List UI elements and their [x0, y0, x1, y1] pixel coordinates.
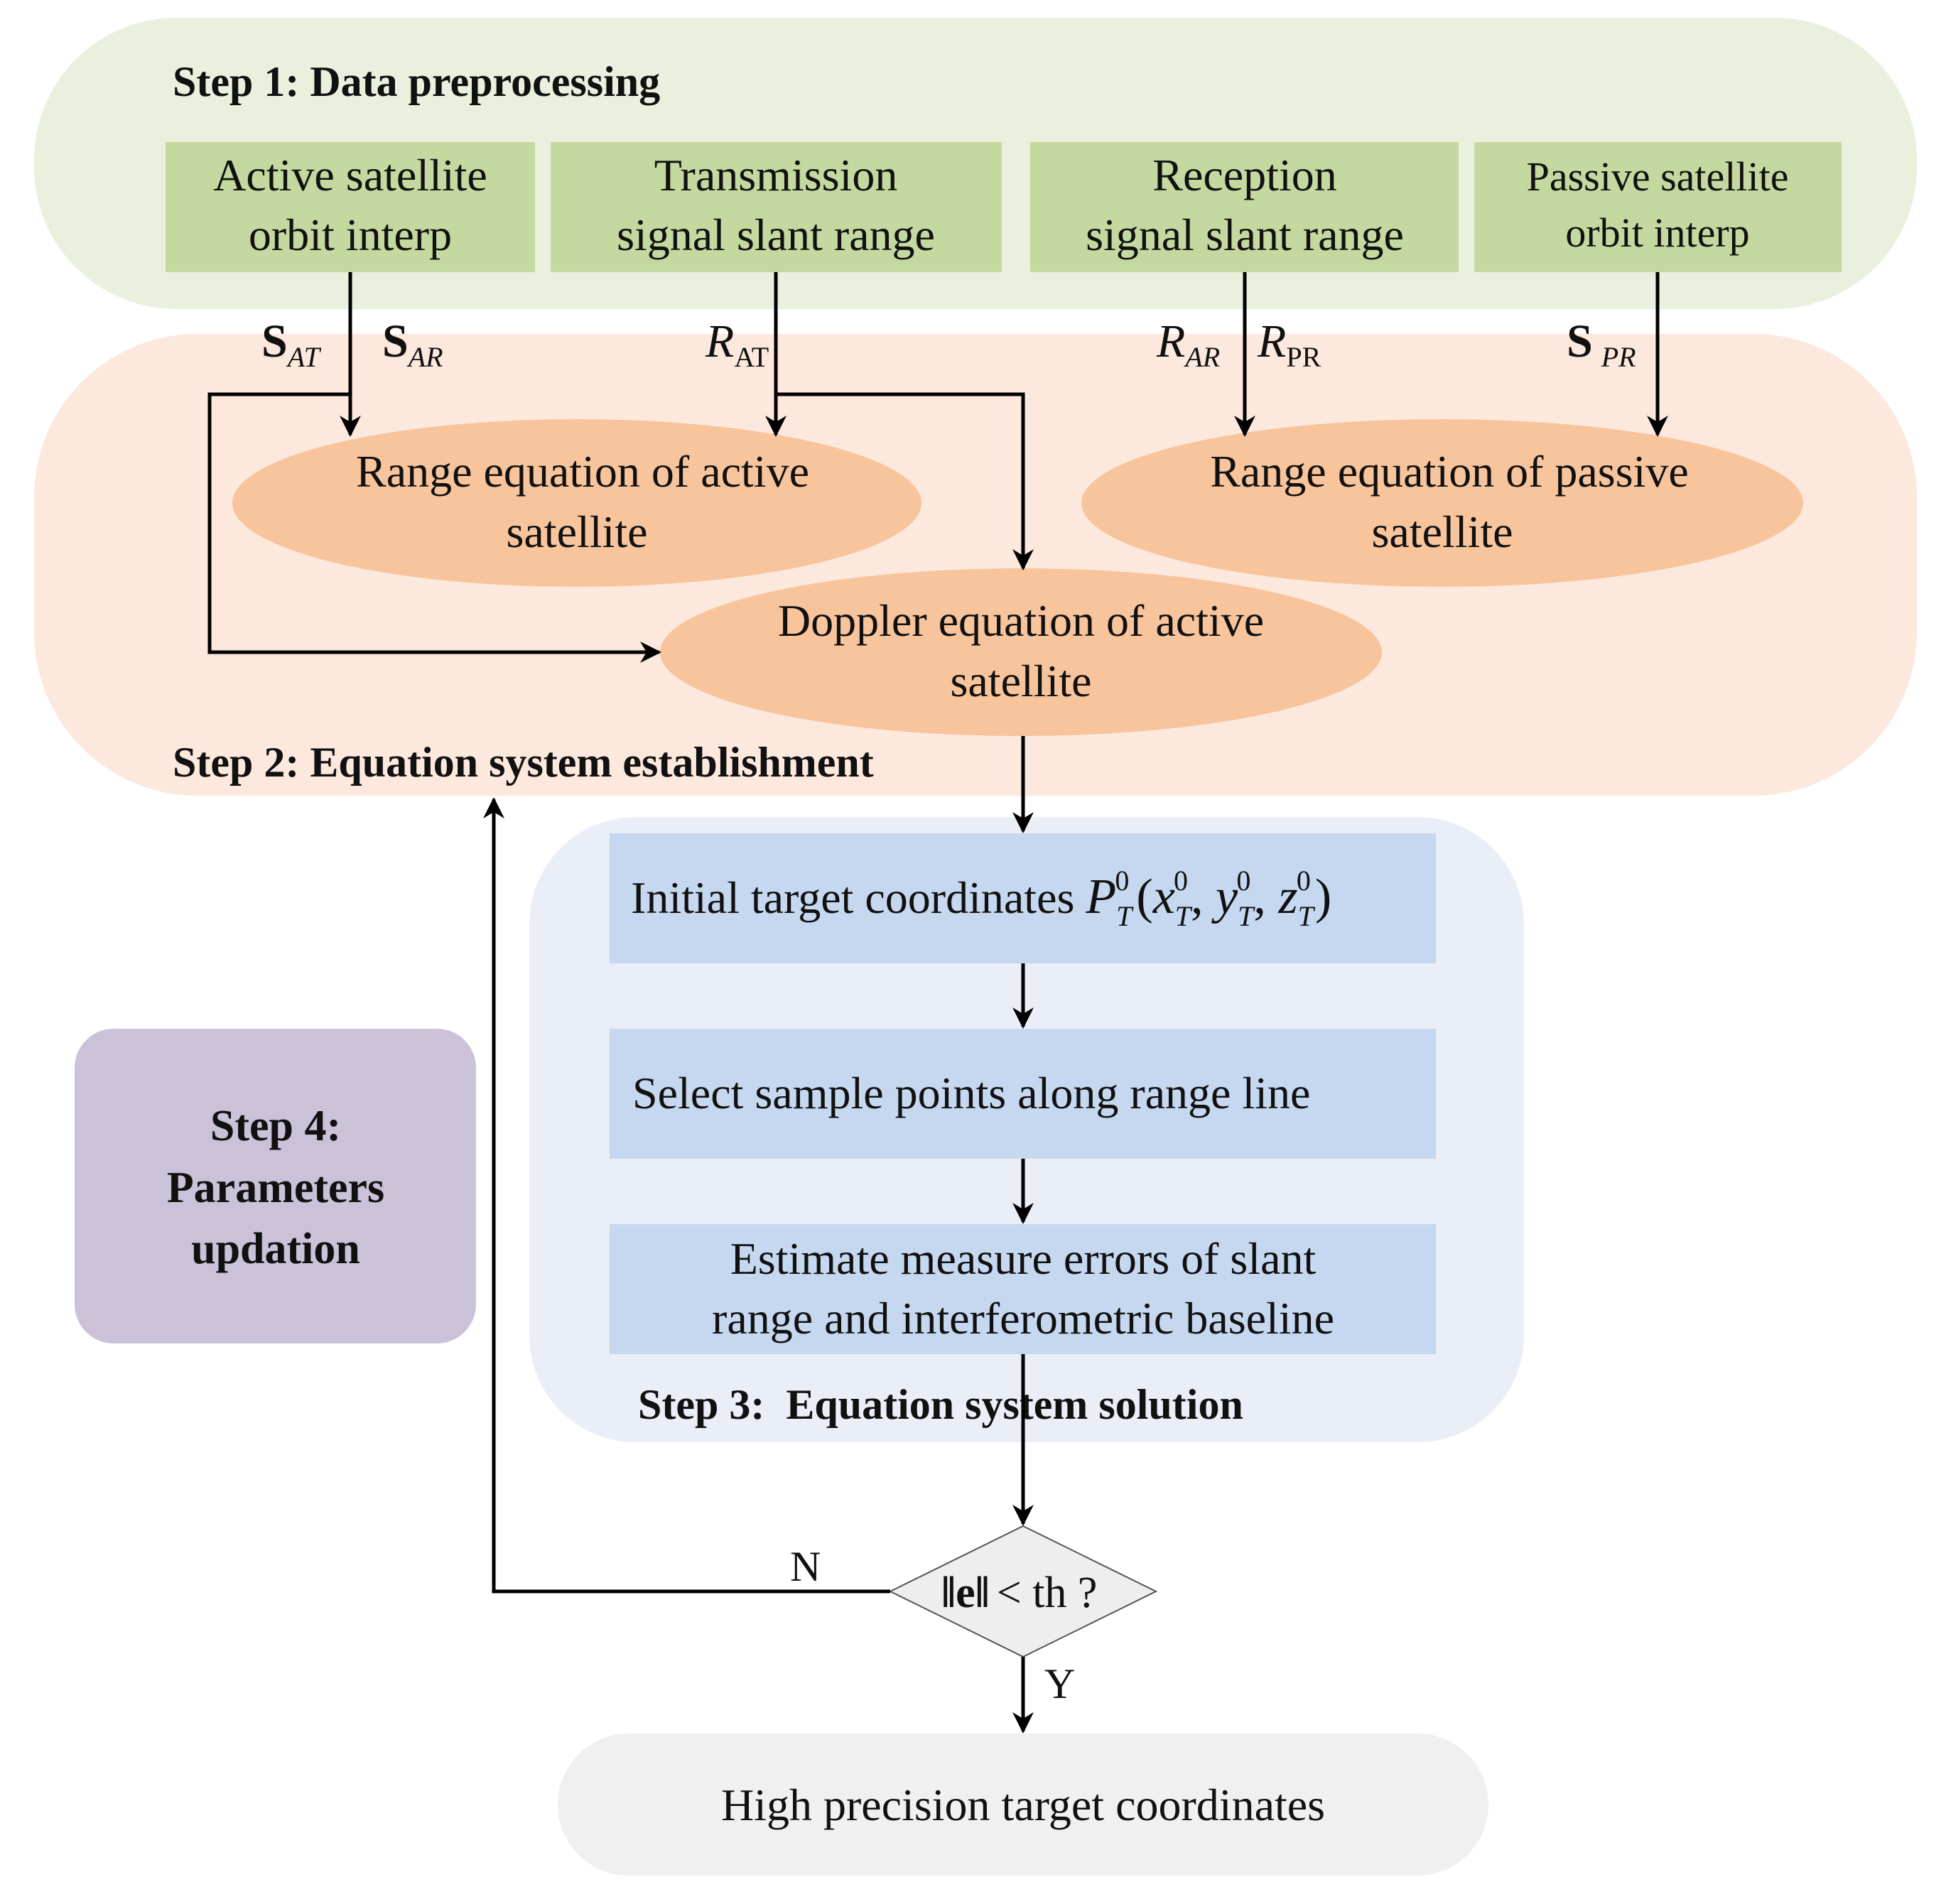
box-passive-orbit	[1474, 142, 1842, 272]
doppler-active-line2: satellite	[950, 656, 1091, 706]
norm-symbol: ‖e‖	[941, 1569, 990, 1617]
box-reception-line1: Reception	[1152, 150, 1336, 200]
estimate-line1: Estimate measure errors of slant	[730, 1233, 1317, 1284]
box-active-orbit	[166, 142, 535, 272]
box-reception-range	[1030, 142, 1459, 272]
estimate-line2: range and interferometric baseline	[712, 1293, 1334, 1343]
arrow-transmission-to-doppler	[776, 392, 1034, 570]
arrow-orbit-to-doppler	[207, 392, 661, 663]
ellipse-range-passive	[1081, 419, 1803, 587]
box-transmission-line1: Transmission	[654, 150, 898, 200]
label-s-ar: SAR	[382, 315, 443, 373]
box-passive-orbit-line2: orbit interp	[1565, 210, 1749, 256]
result-text: High precision target coordinates	[721, 1780, 1325, 1830]
decision-condition: ‖e‖< th ?	[941, 1569, 1097, 1617]
step3-title: Step 3: Equation system solution	[638, 1381, 1243, 1428]
doppler-active-line1: Doppler equation of active	[778, 595, 1264, 646]
box-initial-coords	[610, 833, 1436, 963]
box-passive-orbit-line1: Passive satellite	[1527, 153, 1789, 200]
decision-yes-label: Y	[1044, 1660, 1075, 1707]
box-transmission-line2: signal slant range	[617, 210, 935, 260]
step2-title: Step 2: Equation system establishment	[173, 739, 874, 786]
label-s-at: SAT	[261, 315, 322, 373]
step4-line1: Step 4:	[210, 1102, 341, 1150]
select-samples-text: Select sample points along range line	[632, 1068, 1310, 1118]
label-r-pr: RPR	[1257, 315, 1321, 373]
box-active-orbit-line1: Active satellite	[213, 150, 487, 200]
box-estimate-errors	[610, 1224, 1436, 1354]
result-box	[558, 1733, 1488, 1876]
range-active-line1: Range equation of active	[356, 446, 809, 497]
label-r-at: RAT	[705, 315, 769, 373]
step4-box	[75, 1029, 476, 1343]
ellipse-doppler-active	[660, 568, 1382, 736]
ellipse-range-active	[232, 419, 921, 587]
step4-line3: updation	[191, 1225, 360, 1273]
box-select-samples	[610, 1029, 1436, 1159]
box-active-orbit-line2: orbit interp	[249, 210, 452, 260]
decision-no-label: N	[790, 1543, 821, 1590]
range-active-line2: satellite	[506, 507, 647, 557]
label-r-ar: RAR	[1156, 315, 1220, 373]
range-passive-line1: Range equation of passive	[1210, 446, 1689, 497]
step4-line2: Parameters	[167, 1164, 384, 1212]
range-passive-line2: satellite	[1371, 507, 1513, 557]
connectors	[207, 272, 1668, 1733]
box-reception-line2: signal slant range	[1086, 210, 1404, 260]
box-transmission-range	[551, 142, 1002, 272]
step1-title: Step 1: Data preprocessing	[173, 58, 660, 105]
arrow-no-to-step2	[483, 797, 890, 1594]
